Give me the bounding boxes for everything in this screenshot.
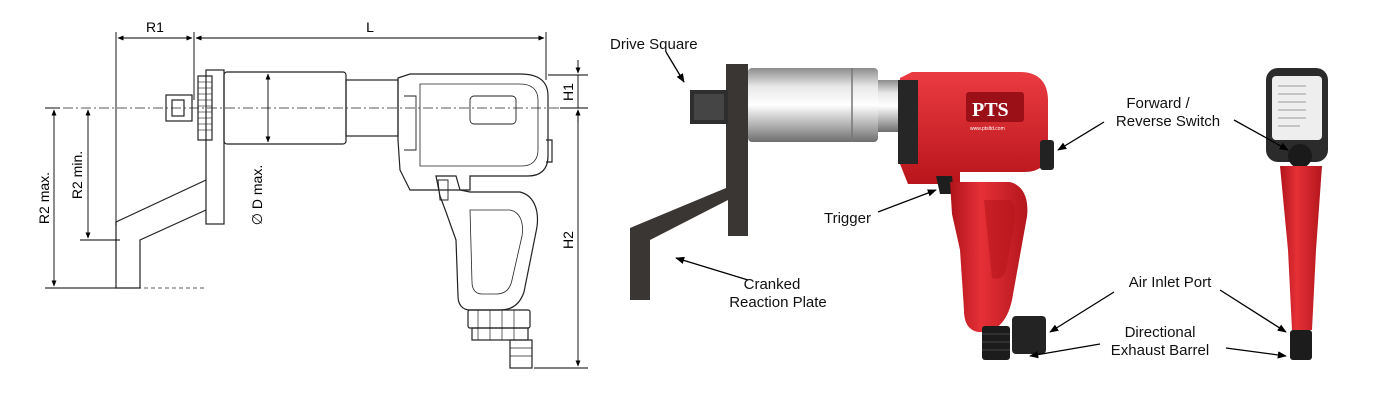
air-inlet-outline bbox=[467, 309, 533, 369]
reaction-plate-outline bbox=[115, 69, 225, 289]
label-trigger: Trigger bbox=[824, 210, 871, 227]
gear-teeth bbox=[198, 81, 212, 131]
dim-l-label: L bbox=[366, 19, 374, 35]
exhaust-barrel bbox=[982, 326, 1010, 360]
motor-housing-outline bbox=[397, 73, 553, 191]
brand-url: www.ptsltd.com bbox=[970, 126, 1005, 132]
arrow-trigger bbox=[877, 189, 937, 213]
drive-square-face bbox=[694, 94, 724, 120]
dim-r2-max-label: R2 max. bbox=[36, 172, 52, 224]
label-cranked-line1: Cranked bbox=[744, 276, 801, 293]
rear-switch bbox=[1288, 144, 1312, 168]
label-air-inlet: Air Inlet Port bbox=[1129, 274, 1212, 291]
pts-logo: PTS bbox=[972, 99, 1009, 121]
arrow-forward-switch-right bbox=[1233, 119, 1289, 151]
trigger bbox=[936, 176, 954, 194]
label-cranked-line2: Reaction Plate bbox=[729, 294, 827, 311]
label-drive-square: Drive Square bbox=[610, 36, 698, 53]
arrow-drive-square bbox=[665, 51, 685, 83]
dim-d-max-label: ∅ D max. bbox=[249, 165, 265, 225]
reaction-plate bbox=[630, 64, 748, 300]
logo-plate bbox=[966, 92, 1024, 122]
handle-outline bbox=[435, 175, 539, 311]
rear-handle bbox=[1280, 166, 1322, 330]
dim-r2-min-label: R2 min. bbox=[69, 151, 85, 199]
drive-square-outline bbox=[165, 94, 193, 122]
rear-exhaust bbox=[1290, 330, 1312, 360]
callout-arrows bbox=[665, 51, 1289, 359]
label-forward-line2: Reverse Switch bbox=[1116, 113, 1220, 130]
label-exhaust-line1: Directional bbox=[1125, 324, 1196, 341]
arrow-exhaust-right bbox=[1225, 347, 1287, 359]
arrow-cranked-plate bbox=[675, 256, 749, 281]
dim-r1-label: R1 bbox=[146, 19, 164, 35]
dim-h1-label: H1 bbox=[560, 83, 576, 101]
drive-square-inner bbox=[171, 99, 185, 117]
air-inlet-port bbox=[1012, 316, 1046, 354]
dimension-lines bbox=[45, 32, 588, 369]
gearbox-cylinder bbox=[748, 68, 878, 142]
arrow-air-inlet-left bbox=[1049, 291, 1115, 333]
rating-label-lines bbox=[1278, 85, 1306, 127]
rating-label bbox=[1272, 76, 1322, 140]
housing-collar bbox=[898, 80, 918, 164]
tool-rear-view bbox=[1266, 68, 1328, 360]
forward-reverse-switch bbox=[1040, 140, 1054, 170]
arrow-forward-switch-left bbox=[1057, 121, 1105, 151]
label-exhaust-line2: Exhaust Barrel bbox=[1111, 342, 1209, 359]
technical-drawing bbox=[45, 69, 570, 369]
tool-side-view: PTS www.ptsltd.com bbox=[630, 64, 1054, 360]
dim-h2-label: H2 bbox=[560, 231, 576, 249]
gear-ring-outline bbox=[197, 75, 213, 141]
label-forward-line1: Forward / bbox=[1126, 95, 1190, 112]
arrow-air-inlet-right bbox=[1219, 289, 1287, 333]
handle-grip bbox=[984, 200, 1016, 279]
arrow-exhaust-left bbox=[1029, 343, 1101, 359]
